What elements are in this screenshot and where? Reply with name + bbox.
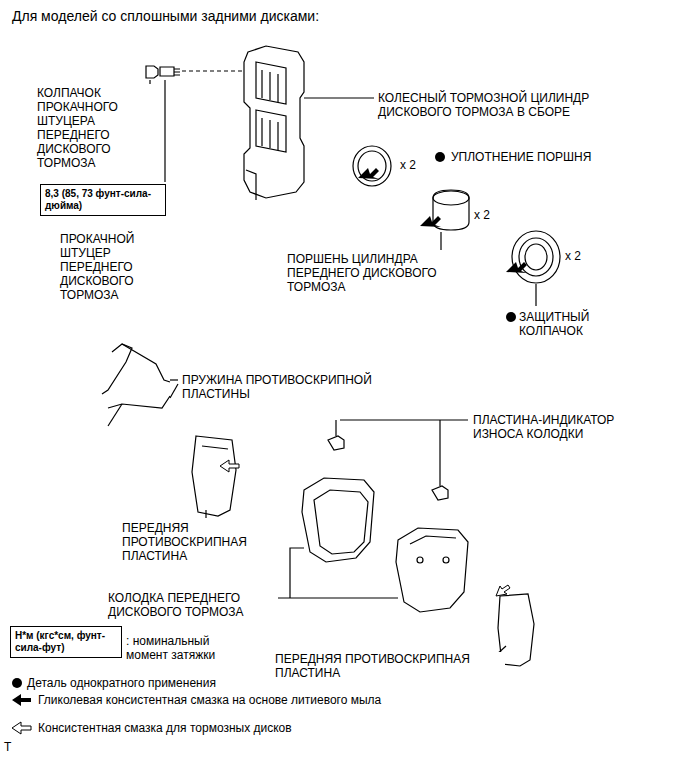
part-label: ПРОКАЧНОЙ ШТУЦЕР ПЕРЕДНЕГО ДИСКОВОГО ТОР… xyxy=(60,232,158,302)
quantity-label: x 2 xyxy=(474,208,490,222)
figure-code: T xyxy=(4,740,11,754)
part-label: КОЛЕСНЫЙ ТОРМОЗНОЙ ЦИЛИНДР ДИСКОВОГО ТОР… xyxy=(378,91,638,119)
diagram-title: Для моделей со сплошными задними дисками… xyxy=(12,8,319,25)
part-label: ПОРШЕНЬ ЦИЛИНДРА ПЕРЕДНЕГО ДИСКОВОГО ТОР… xyxy=(287,252,459,294)
torque-box: 8,3 (85, 73 фунт-сила-дюйма) xyxy=(40,184,166,216)
legend-text: Деталь однократного применения xyxy=(27,676,216,690)
part-label: ПЕРЕДНЯЯ ПРОТИВОСКРИПНАЯ ПЛАСТИНА xyxy=(275,652,505,680)
part-label: КОЛОДКА ПЕРЕДНЕГО ДИСКОВОГО ТОРМОЗА xyxy=(108,591,278,619)
quantity-label: x 2 xyxy=(565,249,581,263)
legend-text: Консистентная смазка для тормозных диско… xyxy=(38,721,292,735)
part-label: КОЛПАЧОК ПРОКАЧНОГО ШТУЦЕРА ПЕРЕДНЕГО ДИ… xyxy=(37,86,135,170)
box-text: Н*м (кгс*см, фунт-сила-фут) xyxy=(11,627,121,657)
legend-text: : номинальный момент затяжки xyxy=(126,634,236,662)
part-label: ЗАЩИТНЫЙ КОЛПАЧОК xyxy=(519,310,609,338)
part-label: УПЛОТНЕНИЕ ПОРШНЯ xyxy=(451,150,591,164)
legend-key-box: Н*м (кгс*см, фунт-сила-фут) xyxy=(10,626,122,658)
part-label: ПРУЖИНА ПРОТИВОСКРИПНОЙ ПЛАСТИНЫ xyxy=(182,373,407,401)
part-label: ПЛАСТИНА-ИНДИКАТОР ИЗНОСА КОЛОДКИ xyxy=(473,413,658,441)
box-text: 8,3 (85, 73 фунт-сила-дюйма) xyxy=(41,185,165,215)
legend-text: Гликолевая консистентная смазка на основ… xyxy=(38,693,381,707)
part-label: ПЕРЕДНЯЯ ПРОТИВОСКРИПНАЯ ПЛАСТИНА xyxy=(122,521,257,563)
quantity-label: x 2 xyxy=(400,158,416,172)
